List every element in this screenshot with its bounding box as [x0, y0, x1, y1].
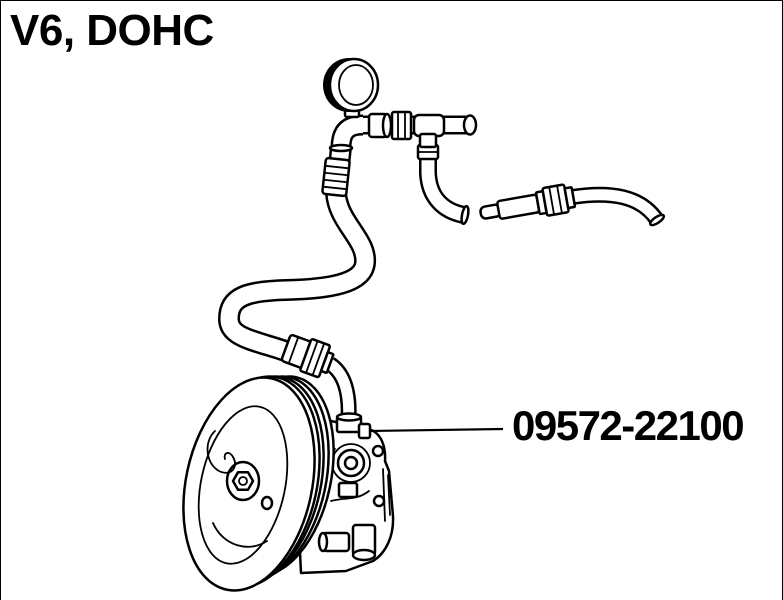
coupling-crimp [323, 171, 350, 177]
gauge-dial [338, 64, 374, 106]
supply-hose-bore [571, 189, 662, 224]
coupling-crimp [324, 164, 350, 170]
housing-boss [337, 481, 359, 499]
ferrule-crimp [287, 336, 300, 365]
tee-pipe-end-cap [462, 114, 478, 136]
coupling-tube [496, 193, 541, 220]
gauge-face [328, 57, 380, 113]
diagram-title: V6, DOHC [10, 6, 214, 55]
hex-nut-facet [311, 342, 326, 377]
coupling-crimp [322, 185, 348, 191]
gauge-branch-hose [416, 143, 470, 226]
hex-nut-facet [305, 340, 319, 374]
pump-pulley [182, 375, 335, 592]
housing-bolt [371, 444, 385, 458]
housing-bolt [372, 494, 386, 508]
supply-hose-coupling [479, 183, 577, 220]
pressure-hose-bore [220, 191, 374, 361]
part-number-callout: 09572-22100 [512, 402, 745, 449]
pump-outlet-fitting [357, 422, 372, 440]
pressure-gauge [323, 57, 380, 113]
outlet-boss-top [335, 412, 363, 422]
fitting-ring [320, 351, 335, 374]
inlet-port-bore [343, 455, 359, 471]
tee-branch-nipple [418, 132, 438, 149]
pressure-hose-coupling [321, 156, 351, 198]
coupling-crimp [322, 178, 349, 184]
branch-hose-bore [421, 147, 466, 222]
coupling-sleeve [321, 156, 351, 198]
lower-fitting-end [351, 548, 377, 562]
side-fitting-end [317, 531, 329, 553]
supply-hose-assembly [479, 183, 666, 227]
supply-hose-open-end [648, 213, 666, 227]
pulley-shaft [238, 476, 248, 486]
pulley-hole [260, 495, 274, 511]
gauge-tee-assembly [328, 103, 478, 153]
pulley-web-edge [212, 522, 268, 548]
pulley-slot [206, 430, 236, 474]
pulley-dish [197, 405, 289, 565]
hex-nut-facet [556, 184, 563, 215]
pressure-hose [218, 145, 376, 364]
coupling-ring [563, 186, 577, 210]
tee-hex-nut [390, 110, 413, 141]
housing-rib [382, 468, 386, 522]
housing-rib [387, 474, 391, 516]
branch-hose-open-end [460, 204, 470, 226]
hex-nut-facet [548, 186, 555, 216]
elbow-joint-ring [328, 143, 354, 153]
hose-end-fitting [280, 333, 335, 379]
callout-leader-line [369, 427, 504, 433]
valve-end [381, 112, 393, 139]
pulley-nut [231, 471, 255, 491]
